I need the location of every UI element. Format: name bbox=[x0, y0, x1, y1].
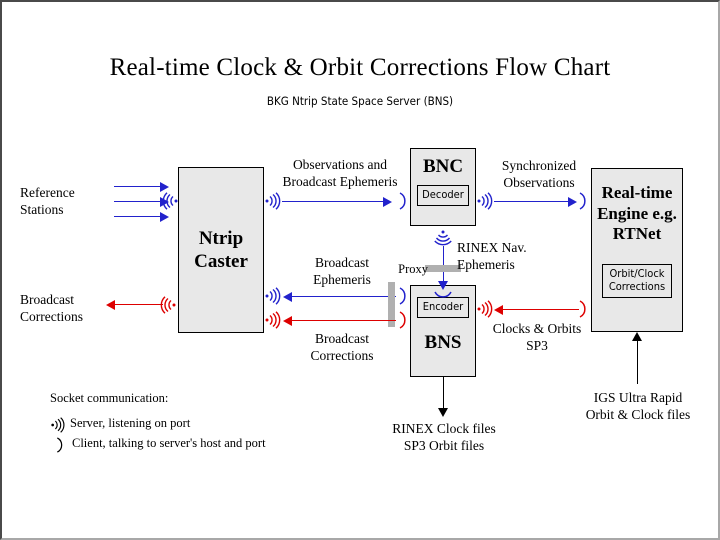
server-socket-icon-caster-out bbox=[160, 296, 176, 314]
node-bns[interactable]: Encoder BNS bbox=[410, 285, 476, 377]
client-socket-icon-engine-obs bbox=[578, 192, 588, 210]
proxy-bar-vertical bbox=[425, 265, 461, 272]
arrow-refstation-3 bbox=[114, 212, 170, 222]
node-bns-encoder[interactable]: Encoder bbox=[417, 297, 469, 318]
node-orbit-clock-corrections-label: Orbit/Clock Corrections bbox=[608, 267, 666, 294]
label-observations-broadcast-ephemeris: Observations and Broadcast Ephemeris bbox=[282, 157, 398, 190]
label-clocks-orbits-sp3: Clocks & Orbits SP3 bbox=[492, 321, 582, 354]
client-socket-icon-engine-clocks bbox=[578, 300, 588, 318]
legend-item-client-label: Client, talking to server's host and por… bbox=[72, 436, 266, 450]
node-bns-encoder-label: Encoder bbox=[422, 300, 464, 314]
legend-item-client: Client, talking to server's host and por… bbox=[50, 436, 330, 454]
server-socket-icon-legend bbox=[50, 417, 66, 433]
node-realtime-engine[interactable]: Real-time Engine e.g. RTNet Orbit/Clock … bbox=[591, 168, 683, 332]
page-title: Real-time Clock & Orbit Corrections Flow… bbox=[109, 54, 611, 81]
node-bnc-decoder-label: Decoder bbox=[422, 188, 464, 202]
client-socket-icon-bns-nav bbox=[434, 290, 452, 300]
node-bnc-decoder[interactable]: Decoder bbox=[417, 185, 469, 207]
arrow-refstation-2 bbox=[114, 197, 170, 207]
node-bnc[interactable]: BNC Decoder bbox=[410, 148, 476, 226]
server-socket-icon-caster-in bbox=[162, 192, 178, 210]
node-orbit-clock-corrections[interactable]: Orbit/Clock Corrections bbox=[602, 264, 672, 299]
node-ntrip-caster[interactable]: Ntrip Caster bbox=[178, 167, 264, 333]
label-broadcast-corrections-in: Broadcast Corrections bbox=[310, 331, 374, 364]
server-socket-icon-caster-bcorr bbox=[265, 311, 281, 329]
label-igs-ultra-rapid: IGS Ultra Rapid Orbit & Clock files bbox=[585, 390, 691, 423]
label-reference-stations: Reference Stations bbox=[20, 185, 75, 218]
server-socket-icon-bnc-nav bbox=[434, 230, 452, 246]
node-bns-label: BNS bbox=[424, 332, 462, 353]
legend-heading: Socket communication: bbox=[50, 391, 169, 405]
label-rinex-clock-sp3-files: RINEX Clock files SP3 Orbit files bbox=[392, 421, 496, 454]
client-socket-icon-bnc-in bbox=[398, 192, 408, 210]
label-proxy-top: Proxy bbox=[398, 262, 428, 276]
client-socket-icon-bns-bcorr bbox=[398, 311, 408, 329]
label-synchronized-observations: Synchronized Observations bbox=[501, 158, 577, 191]
client-socket-icon-bns-beph bbox=[398, 287, 408, 305]
client-socket-icon-legend bbox=[54, 437, 66, 453]
server-socket-icon-bnc-out bbox=[477, 192, 493, 210]
legend-item-server-label: Server, listening on port bbox=[70, 416, 191, 430]
arrow-refstation-1 bbox=[114, 182, 170, 192]
page-subtitle: BKG Ntrip State Space Server (BNS) bbox=[266, 94, 454, 108]
server-socket-icon-bns-clocks bbox=[477, 300, 493, 318]
server-socket-icon-caster-obs bbox=[265, 192, 281, 210]
proxy-bar-vertical-side bbox=[388, 282, 395, 327]
server-socket-icon-caster-beph bbox=[265, 287, 281, 305]
label-broadcast-corrections-out: Broadcast Corrections bbox=[20, 292, 83, 325]
node-realtime-engine-label: Real-time Engine e.g. RTNet bbox=[597, 183, 677, 244]
legend-item-server: Server, listening on port bbox=[50, 416, 300, 434]
node-bnc-label: BNC bbox=[422, 156, 464, 177]
node-ntrip-caster-label: Ntrip Caster bbox=[194, 227, 248, 272]
label-broadcast-ephemeris: Broadcast Ephemeris bbox=[313, 255, 371, 288]
label-rinex-nav-ephemeris: RINEX Nav. Ephemeris bbox=[457, 240, 527, 273]
